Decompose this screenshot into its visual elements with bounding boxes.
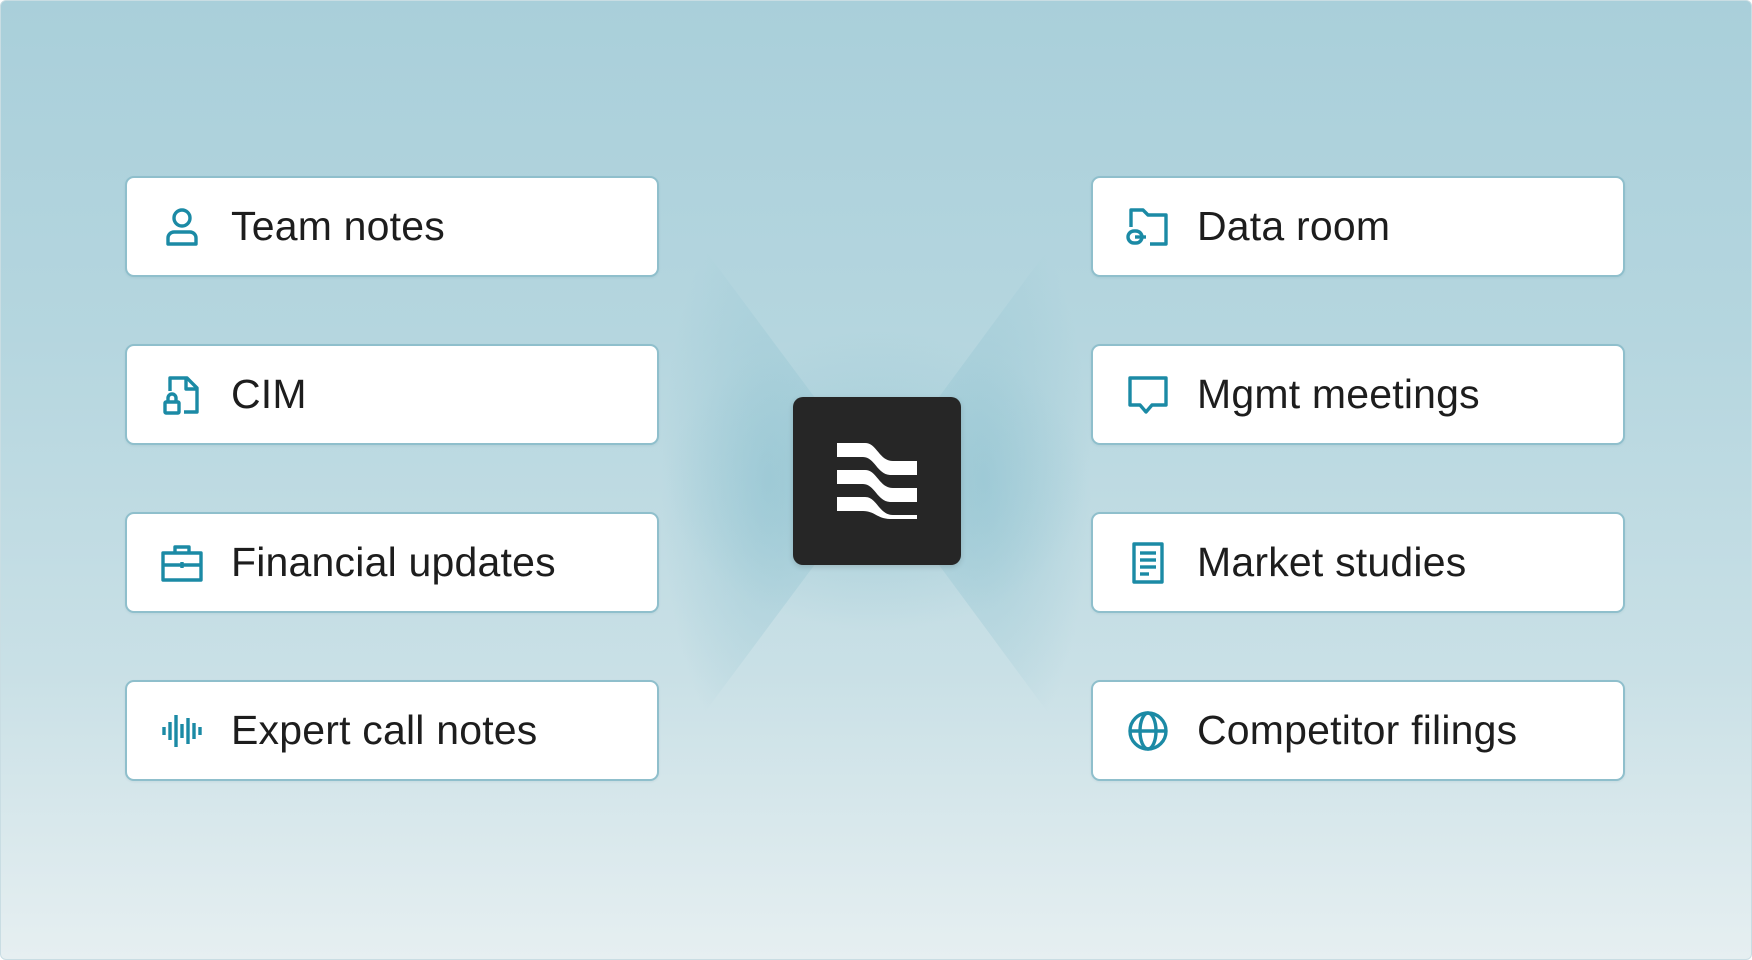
document-lock-icon bbox=[160, 373, 204, 417]
folder-link-icon bbox=[1126, 205, 1170, 249]
source-label: Market studies bbox=[1197, 539, 1467, 585]
source-label: Expert call notes bbox=[231, 707, 538, 753]
globe-icon bbox=[1126, 709, 1170, 753]
source-label: Competitor filings bbox=[1197, 707, 1518, 753]
source-card-competitor-filings[interactable]: Competitor filings bbox=[1091, 680, 1625, 781]
source-card-team-notes[interactable]: Team notes bbox=[125, 176, 659, 277]
audio-waveform-icon bbox=[160, 709, 204, 753]
briefcase-icon bbox=[160, 541, 204, 585]
source-label: Financial updates bbox=[231, 539, 556, 585]
document-lines-icon bbox=[1126, 541, 1170, 585]
person-icon bbox=[160, 205, 204, 249]
source-card-financial-updates[interactable]: Financial updates bbox=[125, 512, 659, 613]
source-card-mgmt-meetings[interactable]: Mgmt meetings bbox=[1091, 344, 1625, 445]
source-card-cim[interactable]: CIM bbox=[125, 344, 659, 445]
source-card-market-studies[interactable]: Market studies bbox=[1091, 512, 1625, 613]
source-card-data-room[interactable]: Data room bbox=[1091, 176, 1625, 277]
source-label: Mgmt meetings bbox=[1197, 371, 1480, 417]
brand-logo bbox=[793, 397, 961, 565]
brand-logo-icon bbox=[837, 443, 917, 519]
source-label: Team notes bbox=[231, 203, 445, 249]
chat-bubble-icon bbox=[1126, 373, 1170, 417]
source-label: CIM bbox=[231, 371, 307, 417]
source-card-expert-call-notes[interactable]: Expert call notes bbox=[125, 680, 659, 781]
source-label: Data room bbox=[1197, 203, 1391, 249]
